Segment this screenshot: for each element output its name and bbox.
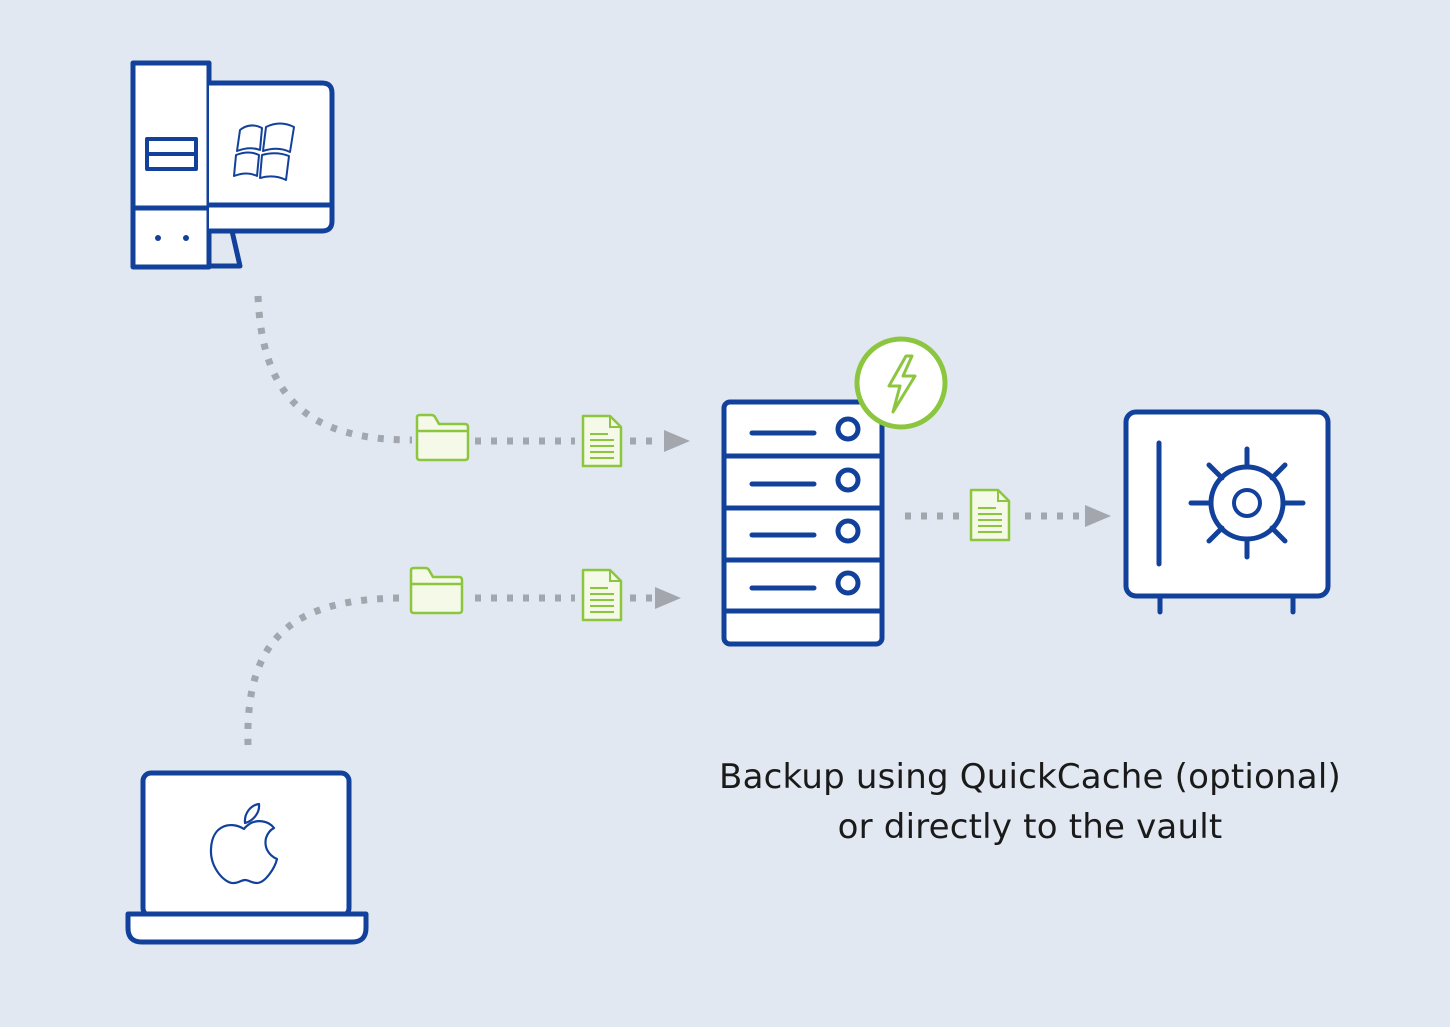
arrow-head-icon (1085, 505, 1111, 527)
document-icon (581, 568, 623, 622)
windows-logo-icon (233, 122, 295, 181)
connector-lines (244, 295, 1082, 746)
connector-pc-to-folder (254, 295, 413, 444)
document-icon (969, 488, 1011, 542)
windows-desktop-icon (130, 60, 335, 270)
connector-laptop-to-folder (244, 594, 406, 746)
folder-icon (415, 413, 470, 462)
arrow-head-icon (655, 587, 681, 609)
apple-laptop-icon (125, 770, 369, 945)
diagram-caption: Backup using QuickCache (optional) or di… (640, 752, 1420, 852)
caption-line-2: or directly to the vault (837, 807, 1223, 847)
caption-line-1: Backup using QuickCache (optional) (719, 757, 1341, 797)
arrow-head-icon (664, 430, 690, 452)
server-rack-icon (721, 399, 885, 647)
apple-logo-icon (209, 802, 279, 885)
document-icon (581, 414, 623, 468)
folder-icon (409, 566, 464, 615)
lightning-bolt-icon (854, 336, 948, 430)
safe-vault-icon (1123, 409, 1331, 615)
